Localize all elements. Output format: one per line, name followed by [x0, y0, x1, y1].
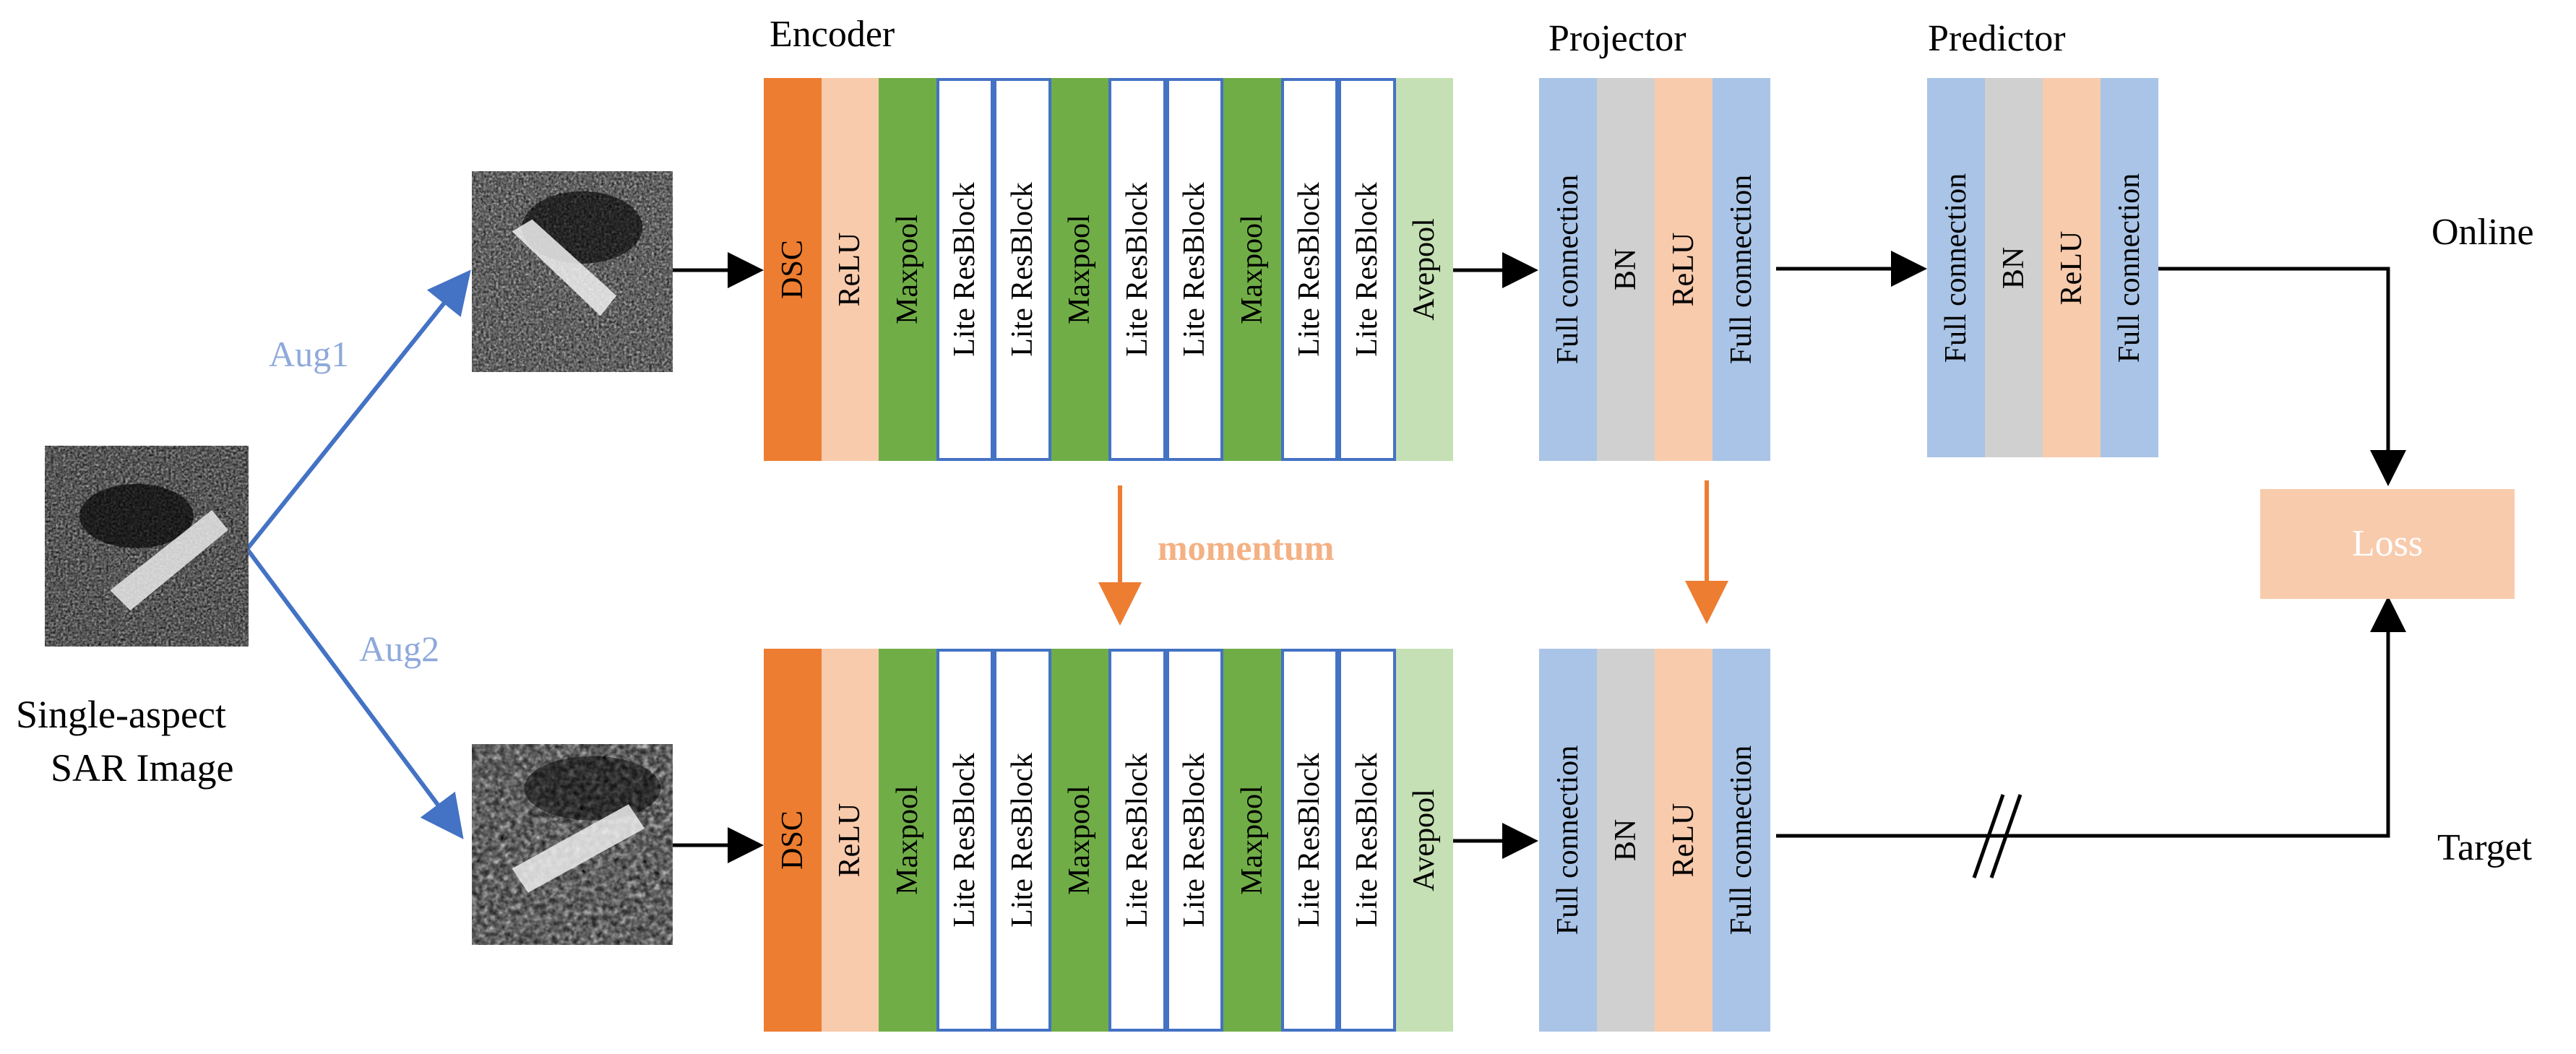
- online-projector-layer-label: ReLU: [1667, 232, 1700, 307]
- online-encoder-layer-label: Maxpool: [1063, 215, 1097, 324]
- online-encoder-layer-resblock: Lite ResBlock: [936, 78, 994, 461]
- input-label-line1: Single-aspect: [16, 693, 226, 736]
- input-sar-image: [45, 446, 249, 647]
- target-encoder-layer-resblock: Lite ResBlock: [1166, 649, 1223, 1032]
- target-encoder-layer-label: Maxpool: [890, 785, 924, 895]
- online-label: Online: [2431, 212, 2534, 253]
- target-projector-layer-fc: Full connection: [1713, 649, 1770, 1032]
- target-encoder-layer-avepool: Avepool: [1395, 649, 1453, 1032]
- target-label: Target: [2437, 827, 2533, 868]
- online-encoder-layer-maxpool: Maxpool: [879, 78, 936, 461]
- target-encoder-layer-resblock: Lite ResBlock: [1338, 649, 1396, 1032]
- aug1-sar-image: [472, 171, 673, 372]
- online-encoder-layer-label: Lite ResBlock: [1120, 182, 1154, 357]
- online-predictor-layer-label: ReLU: [2055, 230, 2088, 305]
- target-encoder-layer-label: Avepool: [1408, 789, 1442, 891]
- online-predictor-layer-fc: Full connection: [2101, 78, 2158, 457]
- target-encoder-layer-maxpool: Maxpool: [1051, 649, 1108, 1032]
- online-encoder-layer-resblock: Lite ResBlock: [1280, 78, 1338, 461]
- stop-gradient-mark-1: [1972, 794, 2005, 878]
- target-encoder-layer-maxpool: Maxpool: [879, 649, 936, 1032]
- target-encoder-layer-label: Lite ResBlock: [1293, 753, 1327, 928]
- online-encoder-layer-label: Maxpool: [890, 215, 924, 324]
- online-predictor-layer-relu: ReLU: [2043, 78, 2101, 457]
- target-encoder-layer-dsc: DSC: [764, 649, 822, 1032]
- stop-gradient-mark-2: [1989, 794, 2023, 878]
- target-encoder-layer-label: Lite ResBlock: [1178, 753, 1212, 928]
- encoder-title: Encoder: [770, 14, 895, 55]
- aug1-label: Aug1: [269, 334, 350, 374]
- target-projector-layer-label: Full connection: [1725, 745, 1758, 936]
- target-encoder-layer-label: DSC: [775, 811, 809, 870]
- online-projector-layer-label: BN: [1609, 248, 1642, 291]
- online-encoder-layer-label: Lite ResBlock: [948, 182, 982, 357]
- online-encoder-layer-resblock: Lite ResBlock: [1166, 78, 1223, 461]
- aug1-arrow: [245, 269, 471, 550]
- online-encoder-layer-label: Lite ResBlock: [1350, 182, 1384, 357]
- target-projector-layer-label: ReLU: [1667, 803, 1700, 878]
- target-to-loss-arrow: [1776, 596, 2406, 838]
- target-projector-layer-fc: Full connection: [1539, 649, 1597, 1032]
- target-projector-layer-bn: BN: [1597, 649, 1655, 1032]
- projector-title: Projector: [1548, 18, 1687, 59]
- target-encoder-layer-resblock: Lite ResBlock: [994, 649, 1051, 1032]
- online-projector-layer-relu: ReLU: [1655, 78, 1713, 461]
- target-projector-layer-relu: ReLU: [1655, 649, 1713, 1032]
- input-label-line2: SAR Image: [51, 746, 234, 790]
- online-projector-layer-bn: BN: [1597, 78, 1655, 461]
- target-encoder-layer-label: Maxpool: [1063, 785, 1097, 895]
- online-encoder-layer-dsc: DSC: [764, 78, 822, 461]
- online-predictor-layer-label: BN: [1997, 246, 2030, 289]
- online-encoder-layer-relu: ReLU: [821, 78, 879, 461]
- online-encoder-layer-label: Avepool: [1408, 218, 1442, 321]
- target-encoder-layer-label: Lite ResBlock: [1350, 753, 1384, 928]
- online-encoder-layer-maxpool: Maxpool: [1223, 78, 1281, 461]
- online-encoder-layer-label: Lite ResBlock: [1178, 182, 1212, 357]
- aug2-sar-image: [472, 744, 673, 945]
- loss-box: Loss: [2260, 489, 2515, 599]
- online-predictor-layer-label: Full connection: [2113, 173, 2146, 363]
- target-encoder-layer-resblock: Lite ResBlock: [1108, 649, 1166, 1032]
- online-encoder-layer-maxpool: Maxpool: [1051, 78, 1108, 461]
- target-encoder-layer-label: Lite ResBlock: [1005, 753, 1039, 928]
- aug2-arrow: [245, 548, 464, 839]
- online-encoder-layer-avepool: Avepool: [1395, 78, 1453, 461]
- target-projector-layer-label: BN: [1609, 818, 1642, 862]
- online-projector-layer-label: Full connection: [1551, 174, 1585, 365]
- target-projector-layer-label: Full connection: [1551, 745, 1585, 936]
- target-encoder-layer-label: ReLU: [833, 803, 867, 878]
- target-encoder-layer-label: Lite ResBlock: [948, 753, 982, 928]
- online-encoder-layer-label: DSC: [775, 240, 809, 299]
- online-encoder-layer-resblock: Lite ResBlock: [994, 78, 1051, 461]
- momentum-label: momentum: [1158, 527, 1335, 568]
- online-projector-layer-fc: Full connection: [1713, 78, 1770, 461]
- online-encoder-layer-resblock: Lite ResBlock: [1108, 78, 1166, 461]
- predictor-title: Predictor: [1928, 18, 2066, 59]
- target-encoder-layer-maxpool: Maxpool: [1223, 649, 1281, 1032]
- online-encoder-layer-label: Lite ResBlock: [1005, 182, 1039, 357]
- online-projector-layer-fc: Full connection: [1539, 78, 1597, 461]
- online-encoder-layer-label: ReLU: [833, 232, 867, 307]
- online-encoder-layer-label: Maxpool: [1235, 215, 1269, 324]
- loss-label: Loss: [2351, 523, 2424, 564]
- online-predictor-layer-bn: BN: [1985, 78, 2043, 457]
- online-projector-layer-label: Full connection: [1725, 174, 1758, 365]
- predictor-to-loss-arrow: [2158, 267, 2406, 486]
- online-encoder-layer-label: Lite ResBlock: [1293, 182, 1327, 357]
- target-encoder-layer-relu: ReLU: [821, 649, 879, 1032]
- aug2-label: Aug2: [359, 628, 440, 669]
- online-predictor-layer-fc: Full connection: [1927, 78, 1985, 457]
- online-predictor-layer-label: Full connection: [1939, 173, 1973, 363]
- target-encoder-layer-label: Lite ResBlock: [1120, 753, 1154, 928]
- target-encoder-layer-resblock: Lite ResBlock: [1280, 649, 1338, 1032]
- online-encoder-layer-resblock: Lite ResBlock: [1338, 78, 1396, 461]
- target-encoder-layer-label: Maxpool: [1235, 785, 1269, 895]
- target-encoder-layer-resblock: Lite ResBlock: [936, 649, 994, 1032]
